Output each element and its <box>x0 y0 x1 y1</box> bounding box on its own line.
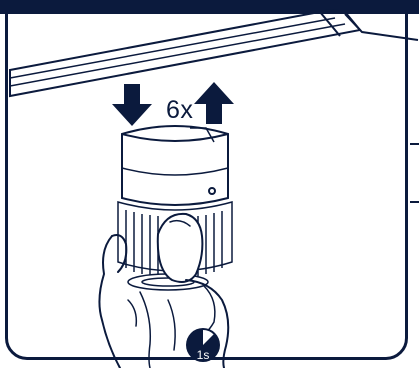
arrow-up-icon <box>194 82 234 124</box>
repeat-count-label: 6x <box>166 96 193 125</box>
indicator-lines <box>410 144 419 202</box>
arrow-down-icon <box>112 84 152 126</box>
cap-top <box>122 126 228 205</box>
hold-duration-label: 1s <box>191 348 215 362</box>
